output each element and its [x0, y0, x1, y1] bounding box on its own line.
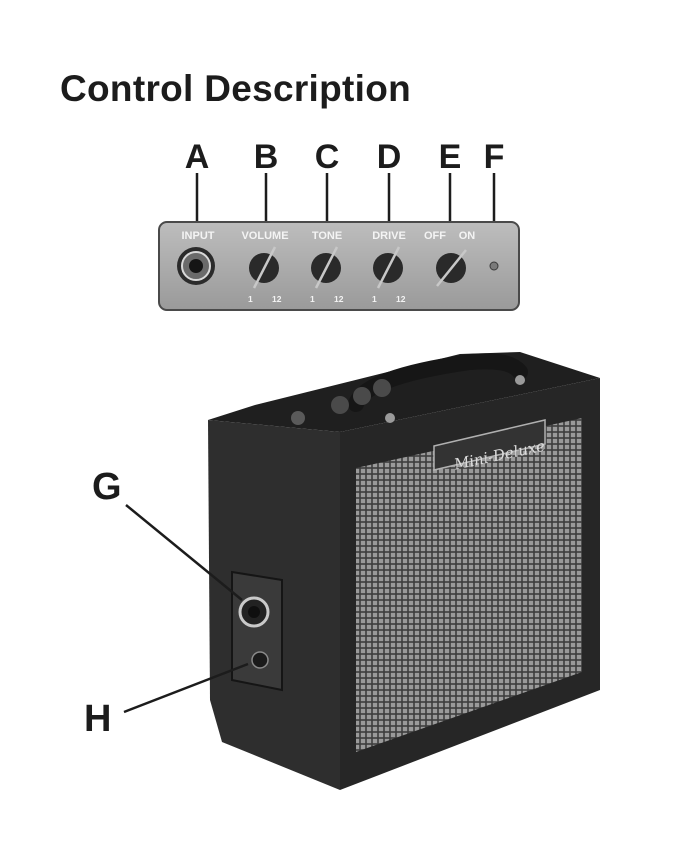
- power-jack-icon: [252, 652, 268, 668]
- volume-scale-max: 12: [272, 294, 282, 304]
- tone-scale-min: 1: [310, 294, 315, 304]
- drive-scale-max: 12: [396, 294, 406, 304]
- input-jack-icon: [177, 247, 215, 285]
- amplifier: Mini-Deluxe: [208, 352, 600, 790]
- on-label: ON: [459, 230, 476, 242]
- side-jack-panel: [232, 572, 282, 690]
- tone-scale-max: 12: [334, 294, 344, 304]
- drive-scale-min: 1: [372, 294, 377, 304]
- drive-label: DRIVE: [372, 230, 406, 242]
- volume-scale-min: 1: [248, 294, 253, 304]
- callout-lines: [197, 173, 494, 222]
- callout-h: H: [84, 698, 111, 741]
- volume-label: VOLUME: [241, 230, 288, 242]
- off-label: OFF: [424, 230, 446, 242]
- tone-label: TONE: [312, 230, 342, 242]
- input-label: INPUT: [182, 230, 215, 242]
- callout-g: G: [92, 466, 122, 509]
- power-led-icon: [490, 262, 498, 270]
